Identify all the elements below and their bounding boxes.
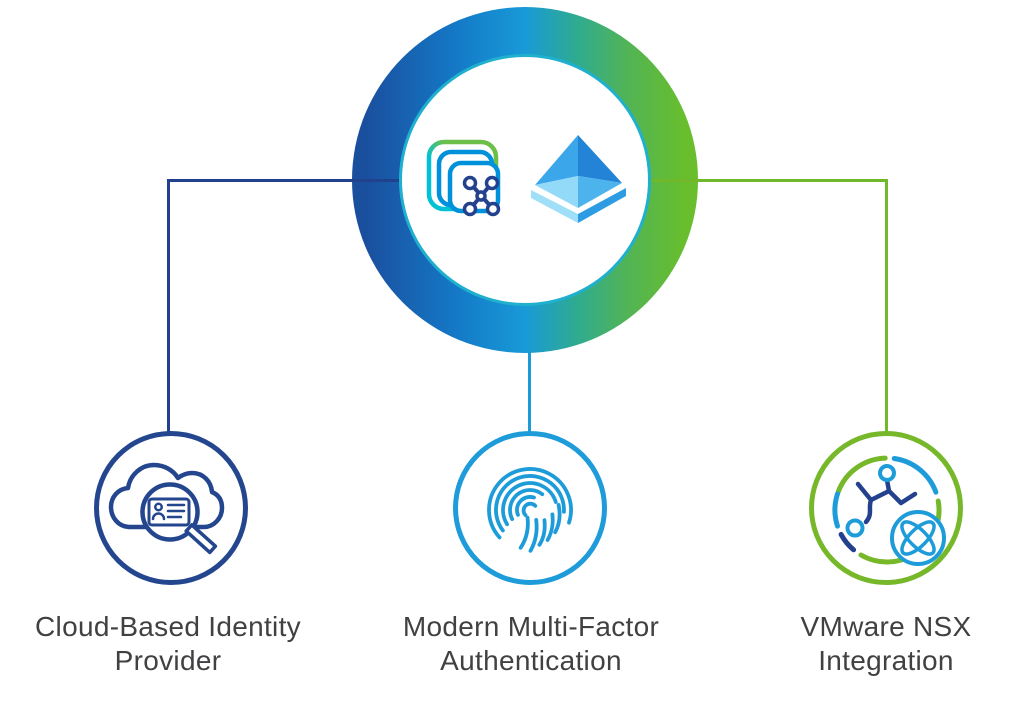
node-mfa xyxy=(453,431,607,585)
label-line: Cloud-Based Identity xyxy=(35,611,301,642)
workspace-one-intelligence-icon xyxy=(426,139,501,217)
connector-left-vertical xyxy=(167,179,170,435)
nsx-network-globe-icon xyxy=(832,455,946,566)
node-nsx xyxy=(809,431,963,585)
connector-center-vertical xyxy=(528,340,531,435)
label-cloud-identity: Cloud-Based Identity Provider xyxy=(8,610,328,678)
label-line: Modern Multi-Factor xyxy=(402,611,660,642)
azure-active-directory-icon xyxy=(531,135,626,223)
connector-left-horizontal xyxy=(167,179,405,182)
label-line: VMware NSX xyxy=(800,611,972,642)
connector-right-vertical xyxy=(885,179,888,435)
fingerprint-icon xyxy=(487,467,573,553)
label-nsx: VMware NSX Integration xyxy=(726,610,1024,678)
label-mfa: Modern Multi-Factor Authentication xyxy=(371,610,691,678)
globe-icon xyxy=(890,510,946,566)
label-line: Integration xyxy=(818,645,954,676)
connector-right-horizontal xyxy=(648,179,888,182)
node-cloud-identity xyxy=(94,431,248,585)
cloud-identity-search-icon xyxy=(108,462,225,555)
label-line: Authentication xyxy=(440,645,622,676)
label-line: Provider xyxy=(114,645,222,676)
